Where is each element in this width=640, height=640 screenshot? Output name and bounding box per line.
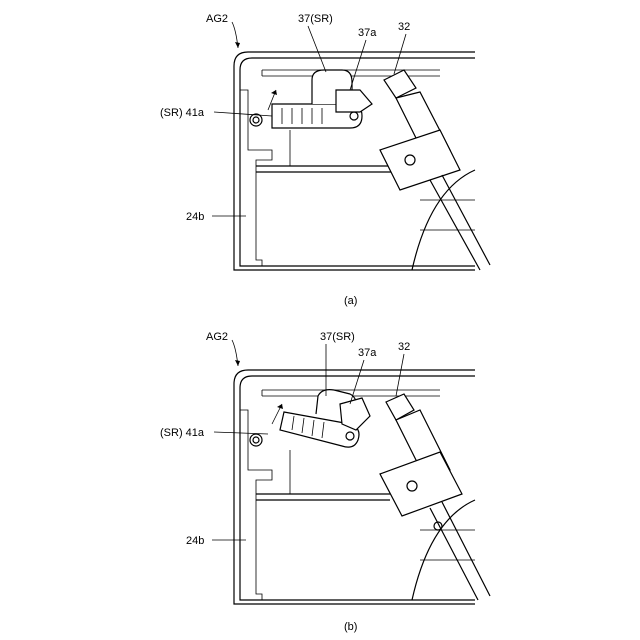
leader-37-a: [308, 26, 326, 72]
label-41a-a: (SR) 41a: [160, 107, 205, 119]
pivot-b: [346, 432, 354, 440]
part-32-clamp-a: [380, 130, 460, 190]
hatch-a: [420, 200, 475, 230]
label-41a-b: (SR) 41a: [160, 427, 205, 439]
leader-37a-b: [350, 360, 364, 404]
leader-41a-b: [214, 432, 268, 434]
screw-hole-a: [250, 114, 262, 126]
label-ag2-a: AG2: [206, 13, 228, 25]
hatch-b: [420, 530, 475, 560]
screw-hole-inner-a: [253, 117, 259, 123]
part-37a-b: [340, 398, 370, 430]
label-ag2-b: AG2: [206, 331, 228, 343]
part-32-clamp-b: [380, 452, 462, 516]
label-24b-a: 24b: [186, 211, 204, 223]
label-37-b: 37(SR): [320, 331, 355, 343]
label-37-a: 37(SR): [298, 13, 333, 25]
label-32-b: 32: [398, 341, 410, 353]
shaft-b: [430, 502, 490, 600]
leader-41a-a: [214, 112, 272, 116]
pivot-a: [350, 112, 358, 120]
left-wall-step-b: [240, 410, 272, 600]
label-37a-b: 37a: [358, 347, 377, 359]
part-37a-a: [336, 90, 372, 112]
label-37a-a: 37a: [358, 27, 377, 39]
figure-b: AG2 37(SR) 37a 32 (SR) 41a 24b (b): [160, 331, 490, 633]
cover-curve-b: [412, 500, 475, 600]
label-32-a: 32: [398, 21, 410, 33]
leader-32-a: [394, 34, 406, 74]
caption-a: (a): [344, 295, 357, 307]
leader-37a-a: [350, 40, 366, 90]
shelf-a: [256, 166, 400, 172]
screw-hole-inner-b: [253, 437, 259, 443]
screw-hole-b: [250, 434, 262, 446]
figure-a: AG2 37(SR) 37a 32 (SR) 41a 24b (a): [160, 13, 490, 307]
label-24b-b: 24b: [186, 535, 204, 547]
part-32-pin-b: [407, 481, 417, 491]
part-32-pin-a: [405, 155, 415, 165]
caption-b: (b): [344, 621, 357, 633]
shaft-a: [430, 175, 490, 270]
shelf-b: [256, 494, 395, 500]
